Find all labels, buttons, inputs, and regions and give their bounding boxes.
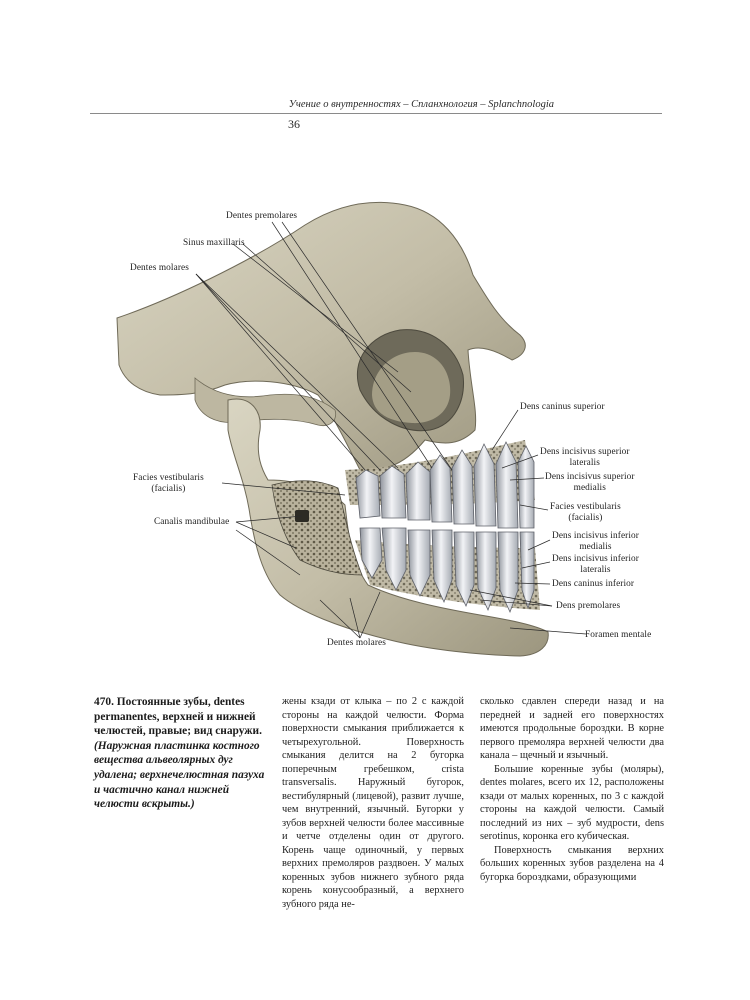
label-facies-vestibularis-left: Facies vestibularis (facialis): [133, 473, 204, 494]
label-line: (facialis): [151, 483, 186, 494]
label-line: Dens incisivus superior: [545, 472, 635, 482]
label-dens-incisivus-inferior-medialis: Dens incisivus inferior medialis: [552, 531, 639, 552]
label-dentes-molares-bottom: Dentes molares: [327, 638, 386, 648]
label-line: Facies vestibularis: [550, 502, 621, 512]
figure-caption: 470. Постоянные зубы, dentes permanentes…: [94, 695, 266, 812]
label-canalis-mandibulae: Canalis mandibulae: [154, 517, 230, 527]
label-line: Facies vestibularis: [133, 473, 204, 483]
label-line: lateralis: [569, 457, 600, 468]
label-dens-incisivus-superior-medialis: Dens incisivus superior medialis: [545, 472, 635, 493]
paragraph: Большие коренные зубы (моляры), dentes m…: [480, 763, 664, 843]
label-dentes-molares-top: Dentes molares: [130, 263, 189, 273]
label-facies-vestibularis-right: Facies vestibularis (facialis): [550, 502, 621, 523]
label-line: Dens incisivus superior: [540, 447, 630, 457]
leader-lines: [195, 221, 587, 639]
label-dens-caninus-inferior: Dens caninus inferior: [552, 579, 635, 589]
paragraph: Поверхность смыкания верхних больших кор…: [480, 844, 664, 883]
label-line: medialis: [573, 482, 606, 493]
label-dens-incisivus-superior-lateralis: Dens incisivus superior lateralis: [540, 447, 630, 468]
upper-teeth: [355, 441, 535, 529]
text-column-middle: жены кзади от клыка – по 2 с каждой стор…: [282, 695, 464, 911]
mandible-shape: [227, 398, 549, 657]
running-header: Учение о внутренностях – Спланхнология –…: [90, 96, 662, 114]
mandibular-canal-window: [271, 480, 363, 576]
label-dentes-premolares-bottom: Dens premolares: [556, 601, 621, 611]
paragraph: жены кзади от клыка – по 2 с каждой стор…: [282, 696, 464, 910]
paragraph: сколько сдавлен спереди назад и на перед…: [480, 696, 664, 761]
label-line: (facialis): [568, 512, 603, 523]
text-column-right: сколько сдавлен спереди назад и на перед…: [480, 695, 664, 884]
cranium-shape: [116, 201, 526, 471]
label-foramen-mentale: Foramen mentale: [585, 630, 652, 640]
label-line: lateralis: [580, 564, 611, 575]
caption-title: 470. Постоянные зубы, dentes permanentes…: [94, 696, 262, 738]
label-sinus-maxillaris: Sinus maxillaris: [183, 238, 245, 248]
lower-teeth: [359, 527, 535, 614]
label-line: Dens incisivus inferior: [552, 531, 639, 541]
page-number: 36: [288, 117, 300, 131]
label-dentes-premolares-top: Dentes premolares: [226, 211, 298, 221]
running-title: Учение о внутренностях – Спланхнология –…: [288, 99, 554, 110]
caption-note: (Наружная пластинка костного вещества ал…: [94, 739, 265, 811]
label-dens-incisivus-inferior-lateralis: Dens incisivus inferior lateralis: [552, 554, 639, 575]
label-line: Dens incisivus inferior: [552, 554, 639, 564]
label-line: medialis: [579, 541, 612, 552]
label-dens-caninus-superior: Dens caninus superior: [520, 402, 605, 412]
